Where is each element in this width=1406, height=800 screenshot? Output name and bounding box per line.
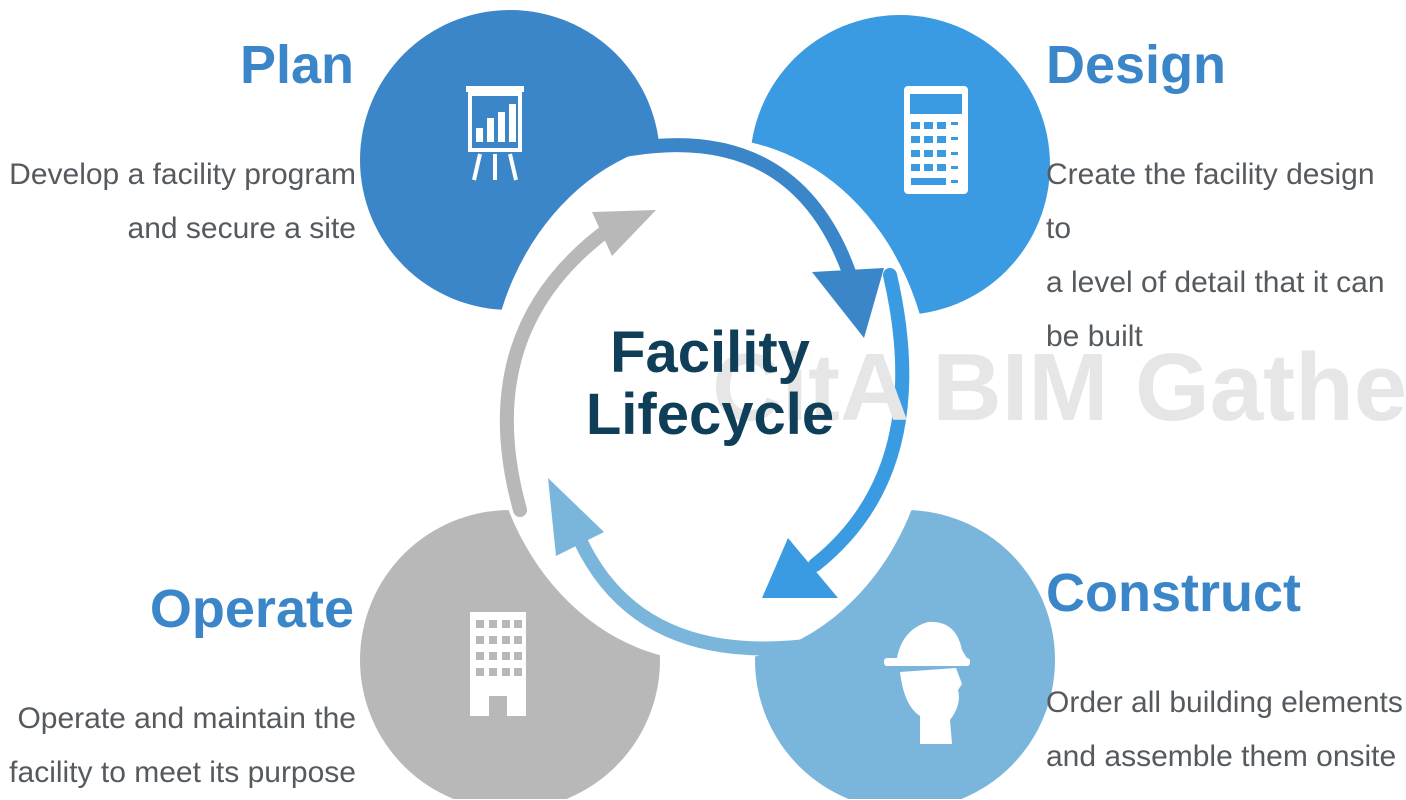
office-building-icon (470, 612, 526, 716)
watermark-text: CitA BIM Gatheri (712, 334, 1406, 441)
operate-description: Operate and maintain the facility to mee… (9, 692, 356, 800)
plan-description: Develop a facility program and secure a … (9, 148, 356, 256)
plan-desc-line2: and secure a site (127, 212, 356, 245)
construct-description: Order all building elements and assemble… (1046, 676, 1403, 784)
plan-title: Plan (239, 35, 354, 95)
design-to-construct-arrow (808, 268, 910, 572)
operate-desc-line2: facility to meet its purpose (9, 756, 356, 789)
operate-title: Operate (149, 579, 354, 639)
construct-desc-line2: and assemble them onsite (1046, 740, 1397, 773)
center-title: Facility Lifecycle (560, 322, 860, 446)
design-title: Design (1046, 35, 1227, 95)
center-title-line1: Facility (610, 320, 810, 385)
presentation-chart-icon (466, 86, 524, 181)
construct-desc-line1: Order all building elements (1046, 686, 1403, 719)
design-desc-line1: Create the facility design to (1046, 158, 1375, 245)
operate-to-plan-arrow (499, 221, 617, 517)
calculator-icon (904, 86, 968, 194)
construct-to-operate-arrowhead (548, 478, 604, 556)
design-description: Create the facility design to a level of… (1046, 148, 1406, 364)
construct-title: Construct (1046, 563, 1301, 623)
operate-desc-line1: Operate and maintain the (17, 702, 356, 735)
center-title-line2: Lifecycle (585, 382, 835, 447)
operate-to-plan-arrowhead (592, 210, 656, 256)
design-desc-line3: be built (1046, 320, 1143, 353)
plan-to-design-arrowhead (812, 268, 884, 338)
hard-hat-worker-icon (884, 621, 970, 744)
plan-to-design-arrow (618, 138, 857, 282)
design-to-construct-arrowhead (762, 538, 838, 598)
design-desc-line2: a level of detail that it can (1046, 266, 1385, 299)
plan-desc-line1: Develop a facility program (9, 158, 356, 191)
construct-to-operate-arrow (573, 533, 822, 656)
